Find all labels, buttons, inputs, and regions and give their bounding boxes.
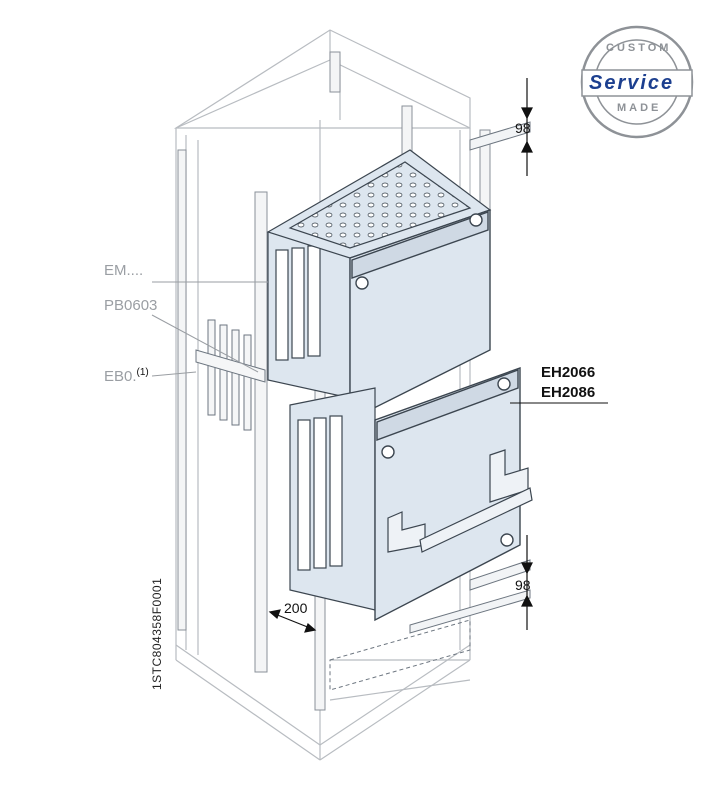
leader-lines [151,281,268,377]
bottom-rail [329,619,471,691]
label-eb0-text: EB0. [104,368,137,385]
badge-bottom-text: MADE [617,102,662,114]
dim-depth-200-marks [268,609,317,633]
label-em: EM.... [104,262,144,279]
lower-front-panel [374,367,521,622]
dim-bottom-98-marks [521,535,533,630]
badge-main-text: Service [589,72,675,94]
dim-bottom-98: 98 [515,577,531,593]
busbar-supports [195,319,266,431]
rails [409,121,531,634]
custom-made-service-badge [580,25,694,139]
label-eh2086: EH2086 [541,384,596,401]
dim-top-98-marks [521,78,533,176]
upper-front-panel [349,209,491,422]
drawing-code: 1STC804358F0001 [150,577,164,690]
label-pb0603: PB0603 [104,297,158,314]
label-eh2066: EH2066 [541,364,596,381]
panel-brackets [387,449,533,553]
dim-depth-200: 200 [284,600,308,616]
label-eb0-note: (1) [136,367,149,378]
dim-top-98: 98 [515,120,531,136]
label-eb0: EB0.(1) [104,367,149,385]
badge-top-text: CUSTOM [606,42,672,54]
lower-side-shield [289,387,376,611]
